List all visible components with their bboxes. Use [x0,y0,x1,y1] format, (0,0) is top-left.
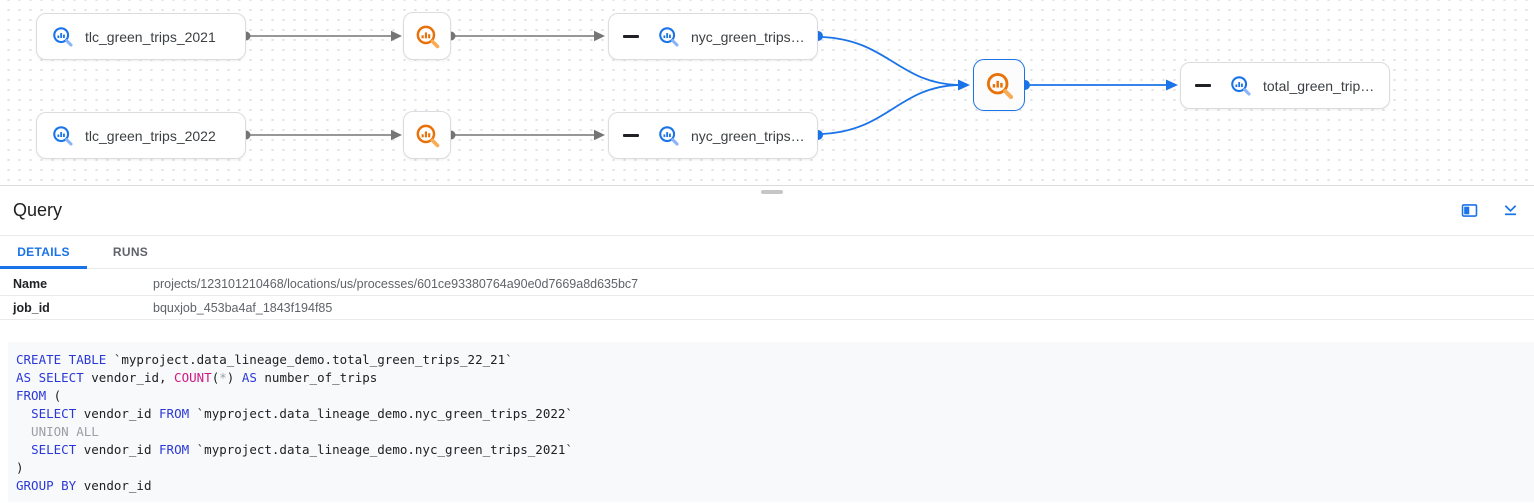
side-panel-icon [1461,204,1477,217]
panel-header: Query [0,186,1534,236]
node-label: tlc_green_trips_2021 [85,28,216,45]
tab-runs[interactable]: RUNS [112,245,149,259]
collapse-panel-icon [1504,205,1516,216]
bigquery-table-icon [52,125,73,146]
node-process-top[interactable] [403,12,451,60]
collapse-node-icon[interactable] [623,35,639,38]
bigquery-table-icon [52,26,73,47]
detail-row-value: projects/123101210468/locations/us/proce… [153,276,639,291]
bigquery-job-icon [415,123,439,147]
panel-resize-handle[interactable] [761,190,783,194]
bigquery-table-icon [1230,75,1251,96]
node-process-bottom[interactable] [403,111,451,159]
collapse-panel-button[interactable] [1500,201,1520,221]
open-side-panel-button[interactable] [1459,201,1479,221]
panel-header-actions [1459,201,1522,221]
sql-line: GROUP BY vendor_id [16,478,152,493]
table-row: job_id bquxjob_453ba4af_1843f194f85 [0,296,1534,320]
node-label: nyc_green_trips… [691,28,805,45]
node-nyc-green-trips-top[interactable]: nyc_green_trips… [608,13,818,60]
node-total-green-trips[interactable]: total_green_trip… [1180,62,1390,109]
lineage-edges [241,30,1178,141]
sql-line: FROM ( [16,388,62,403]
panel-tabs: DETAILS RUNS [0,236,1534,269]
sql-line: CREATE TABLE `myproject.data_lineage_dem… [16,352,513,367]
query-details-panel: Query DETAILS RUNS Name projects/1231012… [0,186,1534,502]
node-tlc-green-trips-2021[interactable]: tlc_green_trips_2021 [36,13,246,60]
panel-title: Query [13,200,63,220]
sql-line: SELECT vendor_id FROM `myproject.data_li… [31,406,573,421]
table-row: Name projects/123101210468/locations/us/… [0,272,1534,296]
detail-row-value: bquxjob_453ba4af_1843f194f85 [153,300,333,315]
lineage-graph-canvas[interactable]: tlc_green_trips_2021 tlc_green_trips_202… [0,0,1534,186]
sql-line: ) [16,460,24,475]
bigquery-table-icon [658,125,679,146]
bigquery-job-icon [984,70,1015,101]
tab-details[interactable]: DETAILS [0,236,87,269]
sql-line: SELECT vendor_id FROM `myproject.data_li… [31,442,573,457]
node-nyc-green-trips-bottom[interactable]: nyc_green_trips… [608,112,818,159]
collapse-node-icon[interactable] [623,134,639,137]
details-table: Name projects/123101210468/locations/us/… [0,272,1534,320]
bigquery-table-icon [658,26,679,47]
edge-gray-group [241,30,605,141]
sql-line: UNION ALL [16,424,99,439]
node-process-selected[interactable] [973,59,1025,111]
node-label: nyc_green_trips… [691,127,805,144]
collapse-node-icon[interactable] [1195,84,1211,87]
node-tlc-green-trips-2022[interactable]: tlc_green_trips_2022 [36,112,246,159]
bigquery-job-icon [415,24,439,48]
sql-line: AS SELECT vendor_id, COUNT(*) AS number_… [16,370,378,385]
detail-row-label: Name [13,276,48,291]
sql-code: CREATE TABLE `myproject.data_lineage_dem… [8,342,1534,502]
edge-blue-group [813,31,1178,140]
node-label: total_green_trip… [1263,77,1375,94]
node-label: tlc_green_trips_2022 [85,127,216,144]
detail-row-label: job_id [13,300,50,315]
